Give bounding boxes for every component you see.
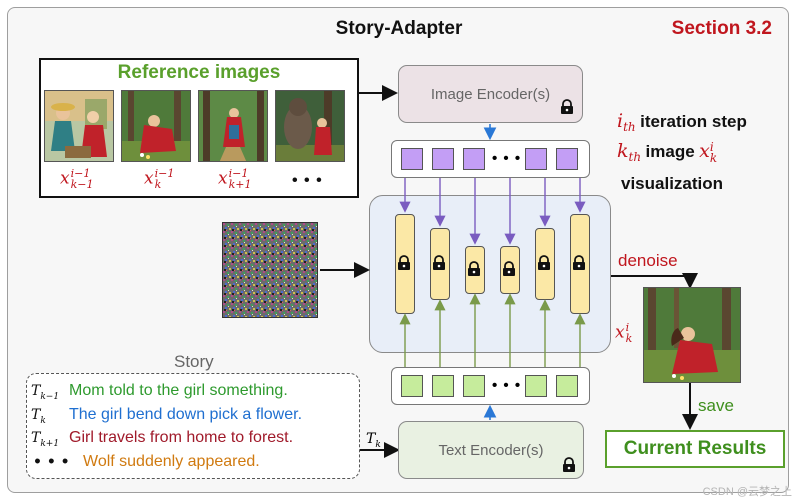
- image-token: [432, 148, 454, 170]
- figure-title: Story-Adapter: [335, 18, 463, 39]
- current-results-box: Current Results: [605, 430, 785, 468]
- story-line: Mom told to the girl something.: [69, 382, 288, 399]
- text-encoder: Text Encoder(s): [398, 421, 584, 479]
- text-token-row: • • •: [391, 367, 590, 405]
- reference-image-3: [198, 90, 268, 162]
- story-tag: Tk−1: [31, 383, 60, 402]
- section-label: Section 3.2: [671, 18, 772, 39]
- noise-image: [222, 222, 318, 318]
- legend-line-1: ith iteration step: [617, 110, 747, 135]
- legend-iteration-text: iteration step: [640, 112, 747, 131]
- legend-image-text: image: [645, 142, 695, 161]
- story-tag: Tk+1: [31, 430, 60, 449]
- image-encoder: Image Encoder(s): [398, 65, 583, 123]
- image-token: [525, 148, 547, 170]
- reference-images-heading: Reference images: [117, 62, 281, 83]
- reference-image-2: [121, 90, 191, 162]
- watermark: CSDN @云梦之上: [702, 486, 792, 498]
- reference-image-1: [44, 90, 114, 162]
- text-token: [401, 375, 423, 397]
- image-token-row: • • •: [391, 140, 590, 178]
- image-encoder-label: Image Encoder(s): [430, 85, 551, 103]
- story-title: Story: [174, 352, 214, 371]
- legend-math-i: i: [617, 110, 624, 132]
- story-tag: • • •: [33, 454, 70, 470]
- story-line: Girl travels from home to forest.: [69, 429, 294, 446]
- current-results-label: Current Results: [623, 438, 767, 459]
- denoise-label: denoise: [618, 251, 678, 270]
- output-image: [643, 287, 741, 383]
- save-label: save: [698, 396, 734, 415]
- tk-arrow-label: Tk: [366, 431, 381, 450]
- text-token: [432, 375, 454, 397]
- text-token: [556, 375, 578, 397]
- lock-icon: [563, 457, 575, 472]
- ref-ellipsis: • • •: [292, 172, 323, 189]
- text-token: [463, 375, 485, 397]
- legend-math-k: k: [617, 140, 629, 162]
- lock-icon: [561, 99, 573, 114]
- image-token-ellipsis: • • •: [492, 150, 522, 167]
- image-token: [463, 148, 485, 170]
- text-token: [525, 375, 547, 397]
- reference-image-4: [275, 90, 345, 162]
- image-token: [556, 148, 578, 170]
- story-tag: Tk: [31, 407, 46, 426]
- story-box: Tk−1 Mom told to the girl something. Tk …: [26, 373, 360, 479]
- image-token: [401, 148, 423, 170]
- text-token-ellipsis: • • •: [492, 377, 522, 394]
- story-line: The girl bend down pick a flower.: [69, 406, 303, 423]
- story-line: Wolf suddenly appeared.: [83, 453, 260, 470]
- text-encoder-label: Text Encoder(s): [438, 441, 544, 459]
- legend-visualization-text: visualization: [621, 174, 724, 193]
